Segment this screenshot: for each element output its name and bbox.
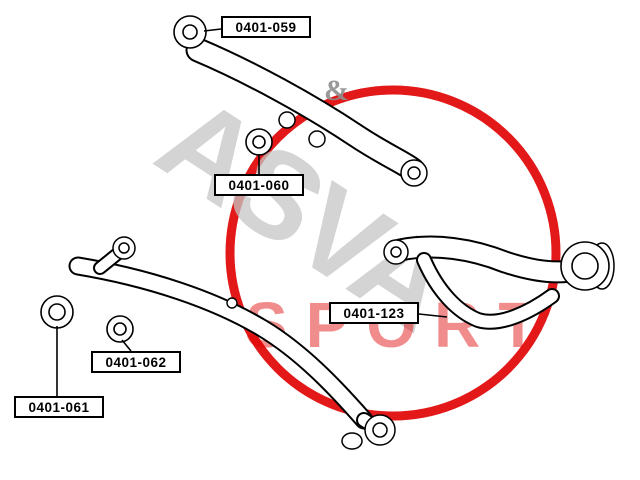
bushing-0401-059 <box>173 15 207 49</box>
part-label-0401-123: 0401-123 <box>329 302 419 324</box>
part-label-0401-061: 0401-061 <box>14 396 104 418</box>
leader-0401-059 <box>203 28 222 32</box>
lower-trailing-arm <box>68 236 396 450</box>
bushing-0401-061 <box>40 295 74 329</box>
leader-lines <box>56 28 448 396</box>
part-label-0401-059: 0401-059 <box>221 16 311 38</box>
watermark-ampersand: & <box>324 74 349 107</box>
leader-0401-123 <box>418 313 448 318</box>
upper-lateral-link <box>185 37 428 187</box>
bushing-0401-062 <box>106 315 134 343</box>
rear-lower-control-arm <box>383 235 615 330</box>
part-label-0401-060: 0401-060 <box>214 174 304 196</box>
bushing-0401-060 <box>245 128 273 156</box>
leader-0401-062 <box>121 339 132 352</box>
watermark-ring <box>225 85 561 421</box>
part-label-0401-062: 0401-062 <box>91 351 181 373</box>
